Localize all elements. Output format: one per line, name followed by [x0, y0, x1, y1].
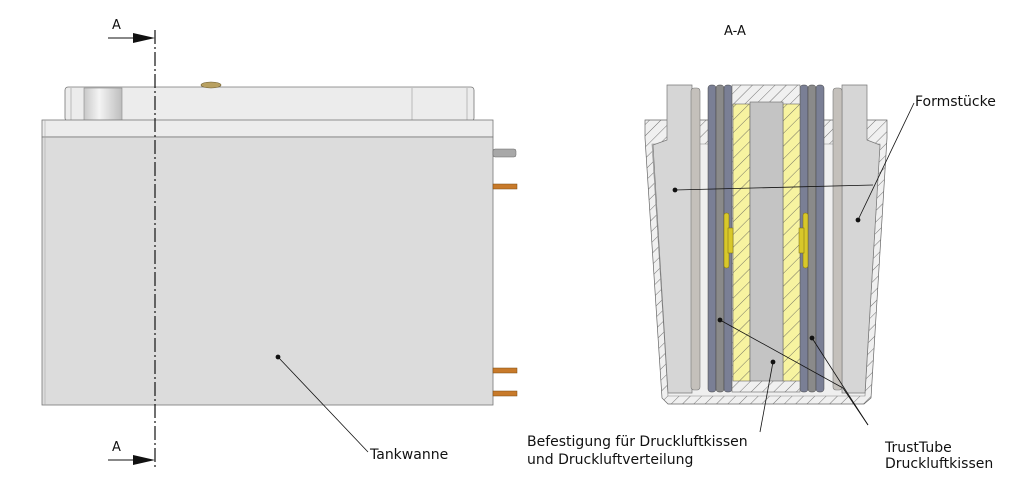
arrow-icon [133, 455, 155, 465]
cover-cylinder [83, 87, 123, 122]
label-tube-line1: TrustTube [885, 440, 952, 456]
section-title: A-A [724, 24, 746, 39]
pipe-copper [492, 390, 518, 397]
label-tankwanne: Tankwanne [370, 447, 449, 463]
tank-leader [275, 354, 369, 453]
tank-body [41, 136, 494, 406]
label-mount-line2: und Druckluftverteilung [527, 452, 694, 468]
tank-rim [41, 119, 494, 138]
label-tube-line2: Druckluftkissen [885, 456, 994, 472]
fitting [200, 81, 222, 89]
pipe-copper [492, 367, 518, 374]
section-view [644, 84, 888, 405]
label-formstuecke: Formstücke [915, 94, 996, 110]
arrow-icon [133, 33, 155, 43]
pipe-gray [492, 148, 517, 158]
section-line [108, 30, 156, 468]
section-marker-top: A [112, 18, 121, 33]
formstueck-left [652, 84, 693, 394]
section-marker-bottom: A [112, 440, 121, 455]
section-leaders [672, 102, 915, 433]
formstueck-right [841, 84, 881, 394]
tank-cover [64, 86, 475, 122]
pipe-copper [492, 183, 518, 190]
label-mount-line1: Befestigung für Druckluftkissen [527, 434, 748, 450]
